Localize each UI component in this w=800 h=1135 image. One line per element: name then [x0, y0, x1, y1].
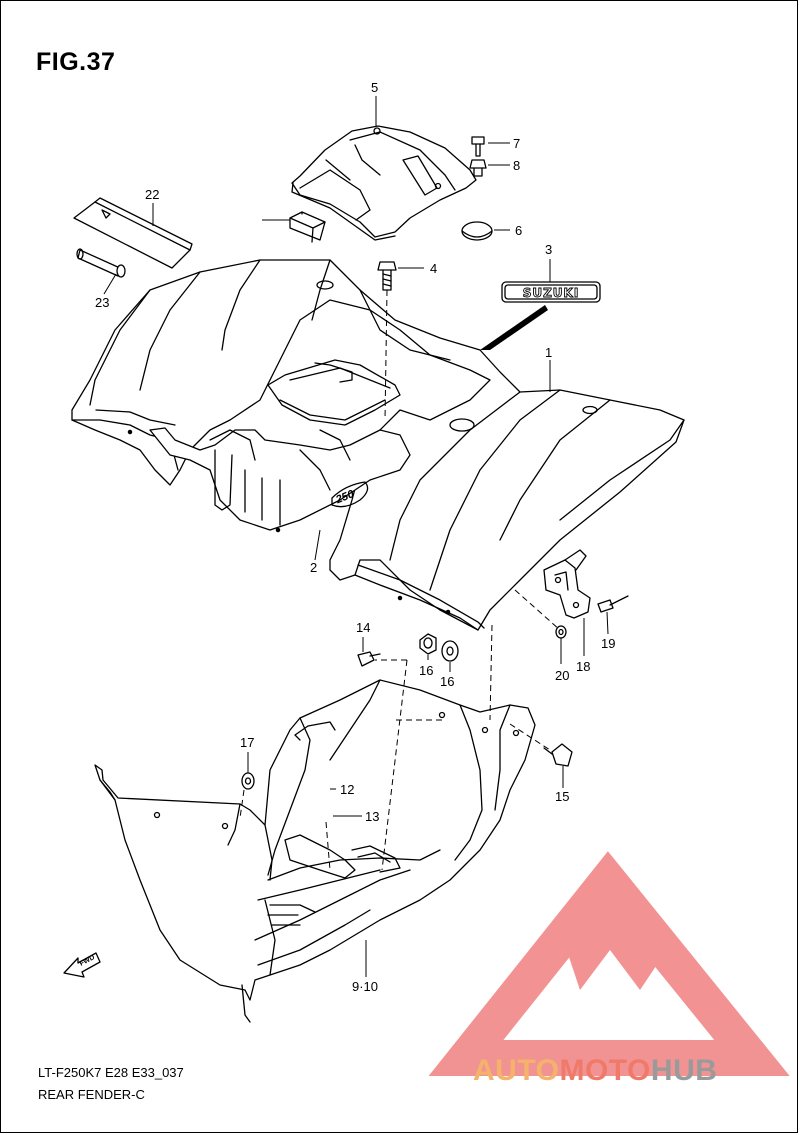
callout-7: 7 — [513, 136, 520, 151]
part-23-pad — [289, 211, 326, 243]
callout-11: 12 — [340, 782, 354, 797]
callout-5: 5 — [371, 80, 378, 95]
callout-3: 3 — [545, 242, 552, 257]
callout-19: 19 — [601, 636, 615, 651]
callout-4: 4 — [430, 261, 437, 276]
callout-2: 2 — [310, 560, 317, 575]
callout-8: 8 — [513, 158, 520, 173]
part-5-cover — [291, 125, 477, 241]
callout-22: 23 — [95, 295, 109, 310]
emblem-text: SUZUKI — [523, 286, 580, 300]
watermark-text: AUTOMOTOHUB — [473, 1054, 717, 1088]
part-1-rear-fender: 250 — [71, 259, 685, 631]
figure-title: FIG.37 — [36, 48, 116, 76]
part-14-bolt — [543, 743, 573, 767]
callout-6: 6 — [515, 223, 522, 238]
callout-14: 15 — [555, 789, 569, 804]
watermark-part-1: AUTO — [473, 1054, 560, 1087]
part-4-bolt — [377, 261, 397, 291]
part-3-emblem — [501, 281, 601, 303]
part-21-pad — [73, 197, 193, 269]
part-6-cap — [461, 221, 493, 241]
callout-16: 16 — [419, 663, 433, 678]
dashed-leader-lines — [239, 289, 561, 871]
callout-9-10: 9·10 — [352, 979, 378, 994]
part-20-washer — [555, 625, 567, 639]
part-18-bracket — [543, 549, 591, 619]
callout-20: 20 — [555, 668, 569, 683]
part-7-bolt — [471, 136, 485, 157]
leader-lines — [103, 96, 609, 977]
figure-code: LT-F250K7 E28 E33_037 — [38, 1065, 184, 1080]
callout-17: 17 — [240, 735, 254, 750]
watermark-part-3: HUB — [650, 1054, 718, 1087]
watermark-part-2: MOTO — [559, 1054, 651, 1087]
part-17-washer — [241, 772, 255, 790]
callout-12: 13 — [365, 809, 379, 824]
callout-18: 18 — [576, 659, 590, 674]
callout-1: 1 — [545, 345, 552, 360]
callout-labels: 5 7 8 6 22 23 4 3 1 2 14 16 16 20 18 19 … — [95, 80, 615, 994]
part-22-grommet — [76, 248, 126, 278]
callout-13: 14 — [356, 620, 370, 635]
callout-21: 22 — [145, 187, 159, 202]
part-16-nut — [419, 633, 437, 655]
callout-15: 16 — [440, 674, 454, 689]
part-9-10-mud-guard — [94, 679, 536, 1023]
part-15-washer — [441, 640, 459, 662]
part-13-fastener — [357, 651, 381, 667]
figure-name: REAR FENDER-C — [38, 1087, 145, 1102]
part-19-bolt — [597, 595, 629, 613]
fwd-arrow-icon — [63, 952, 101, 978]
watermark-logo-icon — [428, 851, 790, 1076]
part-8-nut — [469, 159, 487, 177]
